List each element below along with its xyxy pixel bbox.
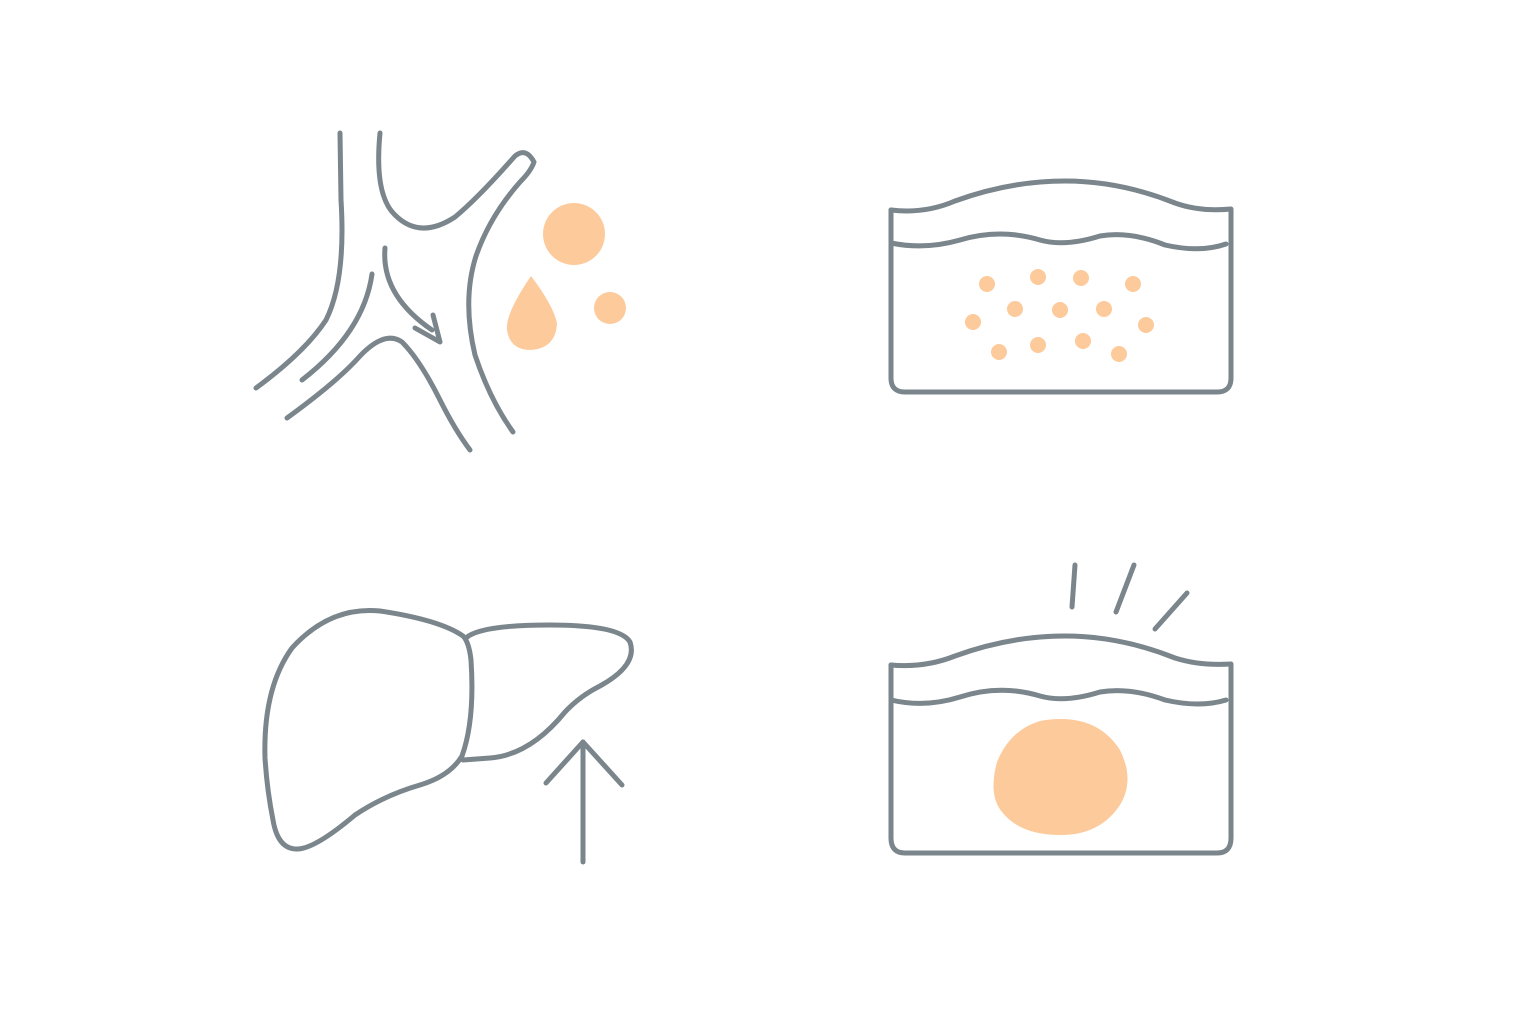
tissue-with-mass-icon xyxy=(888,562,1234,856)
drop-shape xyxy=(506,276,557,350)
enlarged-liver-icon xyxy=(262,607,634,865)
vessels-with-droplets-icon xyxy=(253,130,626,453)
droplet-large xyxy=(543,203,605,265)
mass-blob xyxy=(993,719,1128,835)
tissue-with-fat-droplets-icon xyxy=(888,178,1234,395)
fat-dots xyxy=(965,269,1154,362)
droplet-small xyxy=(594,292,626,324)
